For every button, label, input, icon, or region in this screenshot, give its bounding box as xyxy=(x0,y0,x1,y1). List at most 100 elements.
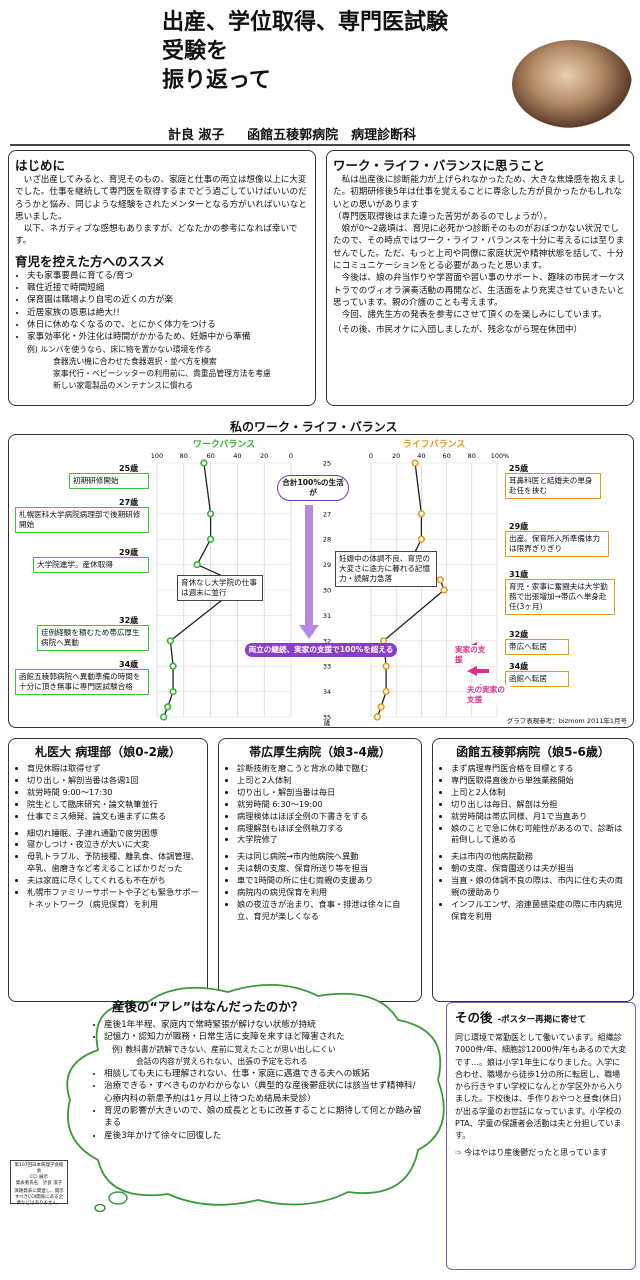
list-item: 当直・娘の体調不良の際は、市内に住む夫の両親の援助あり xyxy=(451,875,627,899)
wlb-p5: （その後、市民オケに入団しましたが、残念ながら現在休団中） xyxy=(333,324,583,335)
left-event: 初期研修開始 xyxy=(69,473,149,489)
list-item: 仕事でミス頻発、論文も進まずに焦る xyxy=(27,811,201,823)
left-event: 札幌医科大学病院病理部で後期研修開始 xyxy=(15,507,149,533)
tips-example: 食器洗い機に合わせた食器選択・並べ方を模索 xyxy=(53,356,217,366)
list-item: 細切れ睡眠、子連れ通勤で疲労困憊 xyxy=(27,828,201,840)
life-point xyxy=(436,576,444,584)
right-event: 出産。保育所入所準備体力は限界ぎりぎり xyxy=(505,531,609,557)
x-tick-label: 80 xyxy=(468,452,476,460)
list-item: 母乳トラブル、予防接種、離乳食、体調管理、卒乳、歯磨きなど考えることばかりだった xyxy=(27,851,201,875)
author-affiliation: 函館五稜郭病院 病理診断科 xyxy=(247,128,417,143)
work-point xyxy=(207,510,215,518)
list-item: 治療できる・すべきものかわからない（典型的な産後鬱症状には該当せず精神科/心療内… xyxy=(104,1080,422,1105)
y-tick-label: 35 xyxy=(323,714,331,722)
life-point xyxy=(373,713,381,721)
are-heading: 産後の“アレ”はなんだったのか？ xyxy=(112,999,304,1014)
y-tick-label: 31 xyxy=(323,612,331,620)
list-item: 夫は家庭に尽くしてくれるも不在がち xyxy=(27,875,201,887)
after-heading: その後 xyxy=(455,1010,493,1025)
y-tick-label: 34 xyxy=(323,688,331,696)
x-tick-label: 60 xyxy=(206,452,214,460)
author-name: 計良 淑子 xyxy=(168,128,225,143)
x-tick-label: 40 xyxy=(417,452,425,460)
list-item: 記憶力・認知力が職務・日常生活に支障を来すほど障害された xyxy=(104,1031,422,1043)
list-item: 育児の影響が大きいので、娘の成長とともに改善することに期待して何とか踏み留まる xyxy=(104,1105,422,1130)
list-item: 相談しても夫にも理解されない、仕事・家庭に邁進できる夫への嫉妬 xyxy=(104,1068,422,1080)
chart-source: グラフ表現参考：bizmom 2011年1月号 xyxy=(506,717,627,725)
left-event: 症例経験を積むため帯広厚生病院へ異動 xyxy=(37,625,149,651)
unit-label: % xyxy=(503,452,509,460)
x-tick-label: 20 xyxy=(260,452,268,460)
list-item: 寝かしつけ・夜泣きが大いに大変 xyxy=(27,839,201,851)
list-item: インフルエンザ、溶連菌感染症の際に市内病児保育を利用 xyxy=(451,899,627,923)
x-tick-label: 100 xyxy=(491,452,503,460)
list-item: 近居家族の恩恵は絶大!! xyxy=(27,307,309,319)
x-tick-label: 40 xyxy=(233,452,241,460)
work-point xyxy=(169,688,177,696)
work-point xyxy=(160,713,168,721)
list-item: 切り出しは毎日、解剖は分担 xyxy=(451,799,627,811)
work-point xyxy=(164,703,172,711)
chart-section-title: 私のワーク・ライフ・バランス xyxy=(230,420,398,434)
tips-list: 夫も家事要員に育てる/育つ 職住近接で時間短縮 保育園は職場より自宅の近くの方が… xyxy=(15,270,309,344)
work-point xyxy=(200,459,208,467)
wlb-p2: 娘が0～2歳頃は、育児に必死かつ診断そのものがおぼつかない状況でしたので、その時… xyxy=(333,224,625,272)
x-tick-label: 100 xyxy=(151,452,163,460)
life-point xyxy=(382,688,390,696)
work-series-title: ワークバランス xyxy=(193,439,255,450)
right-age: 32歳 xyxy=(509,630,529,639)
right-event: 帯広へ転居 xyxy=(505,639,569,655)
right-age: 31歳 xyxy=(509,570,529,579)
wlb-p1b: （専門医取得後はまた違った苦労があるのでしょうが）。 xyxy=(333,211,553,222)
list-item: 病理解剖もほぼ全例執刀する xyxy=(237,823,415,835)
col-heading: 札医大 病理部（娘0-2歳） xyxy=(35,745,181,759)
col-sapporo: 札医大 病理部（娘0-2歳） 育児休暇は取得せず 切り出し・解剖当番は各週1回 … xyxy=(8,738,208,1002)
right-event: 育児・家事に奮闘夫は大学勤務で出張増加→帯広へ単身赴任(3ヶ月) xyxy=(505,579,615,615)
wlb-heading: ワーク・ライフ・バランスに思うこと xyxy=(333,158,546,173)
list-item: 夫は市内の他病院勤務 xyxy=(451,851,627,863)
list-item: 切り出し・解剖当番は各週1回 xyxy=(27,775,201,787)
list-item: 院生として臨床研究・論文執筆並行 xyxy=(27,799,201,811)
y-tick-label: 27 xyxy=(323,510,331,518)
list-item: 育児休暇は取得せず xyxy=(27,763,201,775)
y-tick-label: 25 xyxy=(323,460,331,468)
cloud-shape xyxy=(66,984,445,1212)
work-point xyxy=(166,637,174,645)
list-item: 札幌市ファミリーサポートや子ども緊急サポートネットワーク（病児保育）を利用 xyxy=(27,887,201,911)
col-obihiro: 帯広厚生病院（娘3-4歳） 診断技術を磨こうと背水の陣で臨む 上司と2人体制 切… xyxy=(218,738,422,1002)
are-block: 産後の“アレ”はなんだったのか？ 産後1年半程、家庭内で常時緊張が解けない状態が… xyxy=(92,996,422,1142)
list-item: 家事効率化・外注化は時間がかかるため、妊娠中から準備 xyxy=(27,331,309,343)
intro-p2: 以下、ネガティブな感想もありますが、どなたかの参考になれば幸いです。 xyxy=(15,224,298,247)
x-tick-label: 80 xyxy=(180,452,188,460)
tips-heading: 育児を控えた方へのススメ xyxy=(15,253,166,269)
after-last: 今はやはり産後鬱だったと思っています xyxy=(464,1147,608,1157)
left-age: 29歳 xyxy=(119,548,139,557)
list-item: まず病理専門医合格を目標とする xyxy=(451,763,627,775)
support-label: 両立の継続、実家の支援で100%を超える xyxy=(245,643,397,657)
y-tick-label: 30 xyxy=(323,587,331,595)
jikka-note: 実家の支援 xyxy=(455,645,489,665)
left-age: 27歳 xyxy=(119,498,139,507)
list-item: 産後1年半程、家庭内で常時緊張が解けない状態が持続 xyxy=(104,1019,422,1031)
ikuji-note: 育休なし大学院の仕事は週末に並行 xyxy=(177,575,263,601)
life-point xyxy=(382,662,390,670)
intro-p1: いざ出産してみると、育児そのもの、家庭と仕事の両立は想像以上に大変でした。仕事を… xyxy=(15,175,307,222)
tips-example: 家事代行・ベビーシッターの利用前に、貴重品管理方法を考慮 xyxy=(53,369,271,379)
x-tick-label: 20 xyxy=(392,452,400,460)
after-sub: -ポスター再掲に寄せて xyxy=(497,1015,587,1025)
wlb-p3: 今後は、娘の弁当作りや学習面や習い事のサポート、趣味の市民オーケストラでのヴィオ… xyxy=(333,273,626,308)
life-point xyxy=(440,586,448,594)
list-item: 就労時間 9:00～17:30 xyxy=(27,787,201,799)
work-point xyxy=(207,535,215,543)
col-heading: 函館五稜郭病院（娘5-6歳） xyxy=(456,745,610,759)
x-tick-label: 0 xyxy=(369,452,373,460)
stamp-line: 演題発表に関連し、開示すべきCOI関係にある企業などはありません。 xyxy=(14,1189,64,1206)
right-age: 34歳 xyxy=(509,662,529,671)
col-hakodate: 函館五稜郭病院（娘5-6歳） まず病理専門医合格を目標とする 専門医取得直後から… xyxy=(432,738,634,1002)
life-point xyxy=(417,510,426,518)
family-photo xyxy=(512,40,632,128)
left-age: 34歳 xyxy=(119,660,139,669)
list-item: 上司と2人体制 xyxy=(451,787,627,799)
left-event: 函館五稜郭病院へ異動準備の時間を十分に頂き無事に専門医試験合格 xyxy=(15,669,149,695)
